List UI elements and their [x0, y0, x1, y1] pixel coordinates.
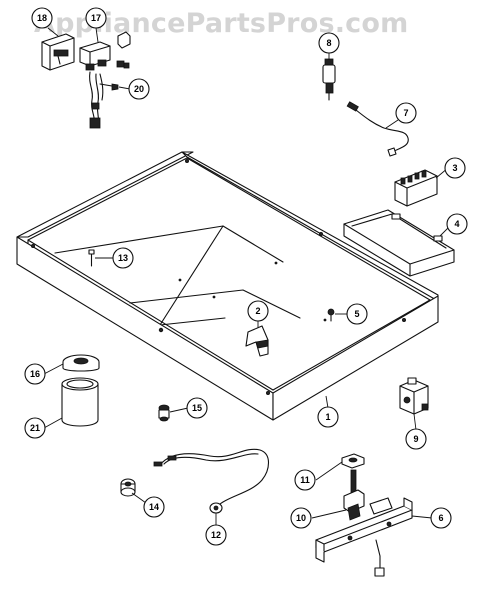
callout-7: 7	[395, 102, 417, 124]
callout-9: 9	[405, 428, 427, 450]
part-5-screw	[327, 308, 335, 322]
part-11-knob	[341, 453, 365, 469]
part-17-relay	[79, 41, 111, 71]
callout-4: 4	[446, 213, 468, 235]
svg-text:12: 12	[211, 530, 221, 540]
callout-20: 20	[128, 78, 150, 100]
part-2-bracket	[245, 325, 269, 357]
callout-10: 10	[290, 507, 312, 529]
callout-15: 15	[186, 397, 208, 419]
svg-text:9: 9	[413, 434, 418, 444]
part-21-jar	[61, 377, 99, 427]
callout-5: 5	[346, 303, 368, 325]
svg-text:4: 4	[454, 219, 459, 229]
burner-box-tray	[16, 151, 439, 421]
svg-text:5: 5	[354, 309, 359, 319]
callout-21: 21	[24, 417, 46, 439]
callout-12: 12	[205, 524, 227, 546]
callout-3: 3	[444, 157, 466, 179]
svg-text:16: 16	[30, 369, 40, 379]
part-13-screw	[88, 249, 95, 267]
svg-text:11: 11	[300, 475, 310, 485]
svg-text:15: 15	[192, 403, 202, 413]
callout-2: 2	[247, 300, 269, 322]
part-20-connector-harness	[89, 31, 131, 129]
part-14-grommet	[120, 478, 136, 497]
svg-text:17: 17	[91, 13, 101, 23]
part-4-channel-bracket	[343, 209, 455, 277]
callout-16: 16	[24, 363, 46, 385]
callout-1: 1	[317, 406, 339, 428]
leader-lines	[43, 27, 453, 526]
part-18-module	[41, 33, 75, 71]
callout-14: 14	[143, 496, 165, 518]
part-3-spark-module	[394, 169, 438, 207]
svg-text:10: 10	[296, 513, 306, 523]
svg-text:2: 2	[255, 306, 260, 316]
svg-text:1: 1	[325, 412, 330, 422]
part-16-cap	[62, 354, 100, 372]
part-10-electrode	[343, 469, 365, 521]
svg-text:8: 8	[326, 38, 331, 48]
svg-text:6: 6	[438, 513, 443, 523]
part-7-electrode-wire	[346, 101, 409, 157]
svg-text:18: 18	[37, 13, 47, 23]
callout-13: 13	[112, 247, 134, 269]
svg-text:21: 21	[30, 423, 40, 433]
callout-8: 8	[318, 32, 340, 54]
part-8-ignitor	[322, 58, 336, 101]
part-9-valve	[399, 377, 429, 415]
part-12-thermocouple	[153, 448, 270, 514]
part-6-burner-manifold	[315, 497, 413, 577]
callout-18: 18	[31, 7, 53, 29]
callout-17: 17	[85, 7, 107, 29]
svg-text:13: 13	[118, 253, 128, 263]
part-15-orifice	[158, 404, 170, 422]
svg-text:3: 3	[452, 163, 457, 173]
svg-text:20: 20	[134, 84, 144, 94]
svg-text:7: 7	[403, 108, 408, 118]
svg-text:14: 14	[149, 502, 159, 512]
callout-6: 6	[430, 507, 452, 529]
callout-11: 11	[294, 469, 316, 491]
